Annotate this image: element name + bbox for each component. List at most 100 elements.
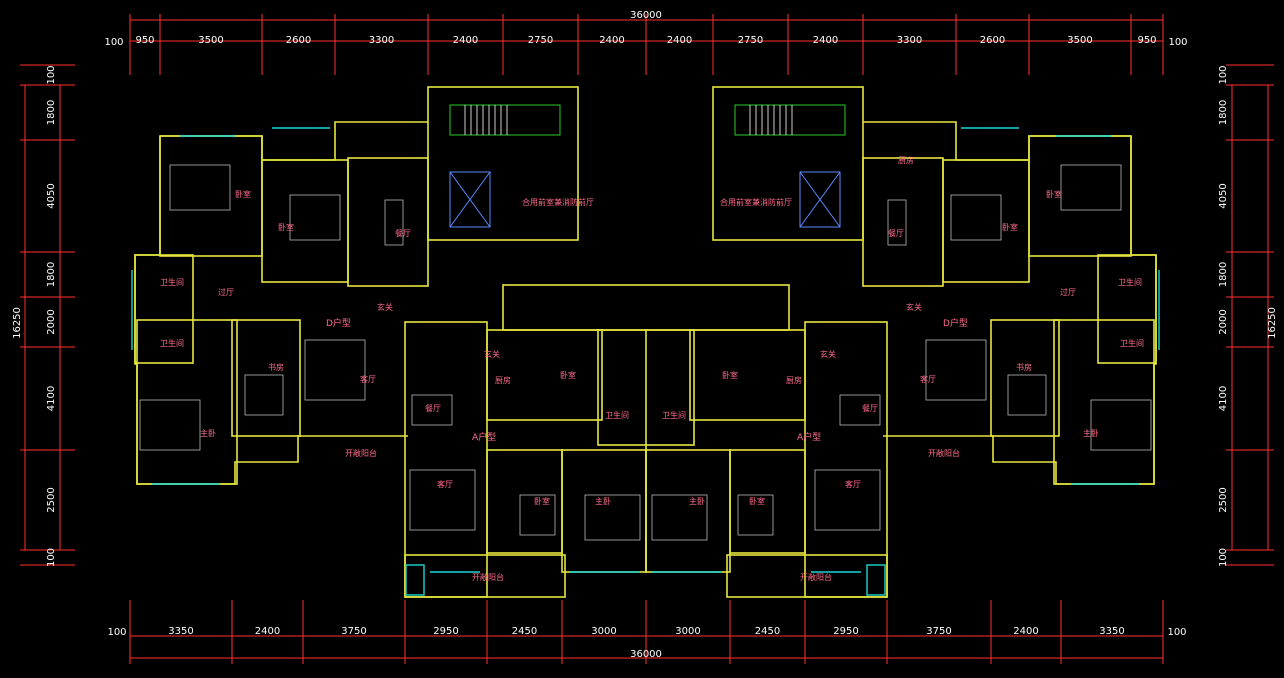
room-label-bath-cl: 卫生间: [605, 410, 629, 420]
room-label-bath-cr: 卫生间: [662, 410, 686, 420]
bottom-segment-dimension: 3350: [1099, 626, 1124, 637]
room-labels-center: 厨房 卧室 卫生间 卫生间 卧室 厨房 玄关 玄关 餐厅 餐厅 A户型 A户型 …: [425, 349, 878, 582]
room-label-bedroom-b: 卧室: [278, 222, 294, 232]
unit-label-d-right: D户型: [943, 317, 968, 329]
left-segment-dimension: 2500: [46, 487, 57, 512]
room-label-living-cr: 客厅: [845, 479, 861, 489]
room-label-corridor: 过厅: [218, 287, 234, 297]
left-total-dimension: 16250: [12, 307, 23, 339]
left-segment-dimension: 100: [46, 65, 57, 84]
room-label-bed2-cr: 卧室: [749, 496, 765, 506]
right-segment-dimension: 4050: [1218, 183, 1229, 208]
room-label-foyer-cr: 玄关: [820, 349, 836, 359]
room-label-foyer-r: 玄关: [906, 302, 922, 312]
top-segment-dimension: 2600: [286, 35, 311, 46]
top-segment-dimension: 3300: [369, 35, 394, 46]
room-label-bed2-cl: 卧室: [534, 496, 550, 506]
right-segment-dimension: 2000: [1218, 309, 1229, 334]
left-segment-dimension: 4100: [46, 386, 57, 411]
top-segment-dimension: 950: [135, 35, 154, 46]
room-label-balcony-cl: 开敞阳台: [472, 572, 504, 582]
room-label-bed-cl: 卧室: [560, 370, 576, 380]
left-segment-dimension: 100: [46, 548, 57, 567]
top-total-dimension: 36000: [630, 10, 662, 21]
room-label-living-r: 客厅: [920, 374, 936, 384]
right-segment-dimension: 100: [1218, 548, 1229, 567]
top-segment-dimension: 2400: [599, 35, 624, 46]
top-edge-left-dimension: 100: [104, 37, 123, 48]
room-label-bedroom: 卧室: [235, 189, 251, 199]
room-label-study: 书房: [268, 362, 284, 372]
room-label-kitchen-r: 厨房: [898, 155, 914, 165]
room-label-master-r: 主卧: [1083, 428, 1099, 438]
stair-hall-label-left: 合用前室兼消防前厅: [522, 197, 594, 207]
left-segment-dimension: 1800: [46, 262, 57, 287]
right-total-dimension: 16250: [1267, 307, 1278, 339]
unit-label-a-left: A户型: [472, 431, 496, 443]
right-segment-dimension: 1800: [1218, 262, 1229, 287]
room-labels-left: 合用前室兼消防前厅 卧室 卧室 餐厅 过厅 卫生间 卫生间 玄关 D户型 书房 …: [160, 189, 594, 458]
room-label-dining-cl: 餐厅: [425, 404, 441, 413]
bottom-dimension-chain: 36000 100 100 3350 2400 3750 2950 2450 3000 30…: [107, 600, 1187, 664]
room-label-bed-cr: 卧室: [722, 370, 738, 380]
top-segment-dimension: 2400: [813, 35, 838, 46]
left-segment-dimension: 4050: [46, 183, 57, 208]
room-label-kitchen-cl: 厨房: [495, 375, 511, 385]
room-label-bedroom-r: 卧室: [1046, 189, 1062, 199]
top-segment-dimension: 2750: [528, 35, 553, 46]
bottom-edge-right-dimension: 100: [1167, 627, 1186, 638]
building-walls: [134, 86, 1157, 598]
bottom-segment-dimension: 2450: [512, 626, 537, 637]
room-labels-right: 合用前室兼消防前厅 厨房 卧室 卧室 餐厅 过厅 卫生间 卫生间 玄关 D户型 …: [720, 155, 1144, 458]
top-segment-dimension: 950: [1137, 35, 1156, 46]
bottom-segment-dimension: 3350: [168, 626, 193, 637]
bottom-total-dimension: 36000: [630, 649, 662, 660]
room-label-balcony-cr: 开敞阳台: [800, 572, 832, 582]
top-segment-dimension: 2600: [980, 35, 1005, 46]
room-label-dining-cr: 餐厅: [862, 404, 878, 413]
bottom-segment-dimension: 2450: [755, 626, 780, 637]
right-segment-dimension: 4100: [1218, 386, 1229, 411]
left-segment-dimension: 1800: [46, 100, 57, 125]
left-dimension-chain: 16250 100 1800 4050 1800 2000 4100 2500 100: [12, 64, 75, 567]
room-label-bath: 卫生间: [160, 277, 184, 287]
room-label-dining-r: 餐厅: [888, 229, 904, 238]
bottom-segment-dimension: 3750: [926, 626, 951, 637]
windows: [131, 127, 1160, 596]
room-label-dining: 餐厅: [395, 229, 411, 238]
right-segment-dimension: 100: [1218, 65, 1229, 84]
room-label-living: 客厅: [360, 374, 376, 384]
unit-label-d-left: D户型: [326, 317, 351, 329]
top-segment-dimension: 3300: [897, 35, 922, 46]
room-label-foyer: 玄关: [377, 302, 393, 312]
unit-label-a-right: A户型: [797, 431, 821, 443]
bottom-segment-dimension: 3000: [591, 626, 616, 637]
left-segment-dimension: 2000: [46, 309, 57, 334]
room-label-master: 主卧: [200, 428, 216, 438]
room-label-study-r: 书房: [1016, 362, 1032, 372]
top-segment-dimension: 2400: [667, 35, 692, 46]
room-label-master-cr: 主卧: [689, 496, 705, 506]
bottom-segment-dimension: 2400: [1013, 626, 1038, 637]
room-label-bath-b: 卫生间: [160, 338, 184, 348]
top-segment-dimension: 3500: [198, 35, 223, 46]
room-label-master-cl: 主卧: [595, 496, 611, 506]
bottom-segment-dimension: 3000: [675, 626, 700, 637]
room-label-kitchen-cr: 厨房: [786, 375, 802, 385]
room-label-bath-b-r: 卫生间: [1120, 338, 1144, 348]
room-label-corridor-r: 过厅: [1060, 287, 1076, 297]
room-label-living-cl: 客厅: [437, 479, 453, 489]
top-segment-dimension: 2400: [453, 35, 478, 46]
bottom-edge-left-dimension: 100: [107, 627, 126, 638]
room-label-balcony-r: 开敞阳台: [928, 448, 960, 458]
bottom-segment-dimension: 2950: [833, 626, 858, 637]
bottom-segment-dimension: 3750: [341, 626, 366, 637]
room-label-balcony: 开敞阳台: [345, 448, 377, 458]
bottom-segment-dimension: 2950: [433, 626, 458, 637]
bottom-segment-dimension: 2400: [255, 626, 280, 637]
room-label-bedroom-b-r: 卧室: [1002, 222, 1018, 232]
stair-hall-label-right: 合用前室兼消防前厅: [720, 197, 792, 207]
